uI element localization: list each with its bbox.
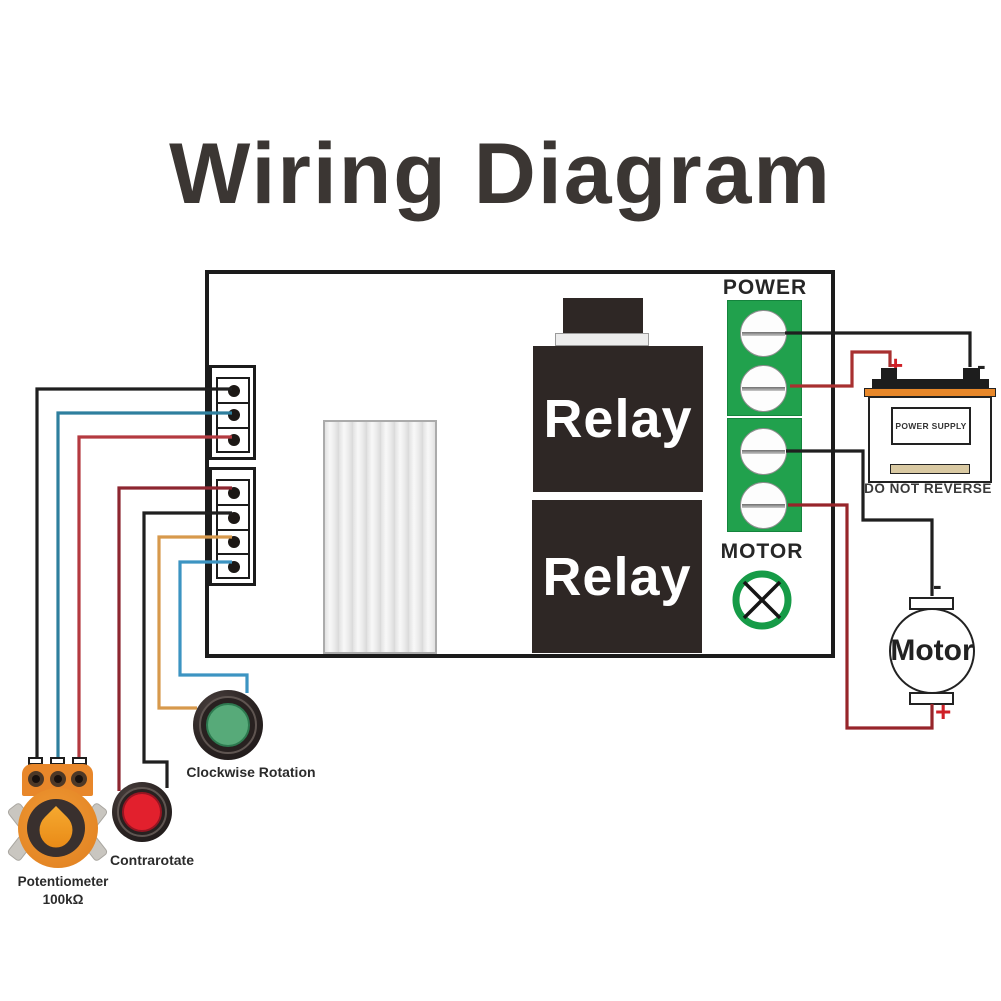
pin-divider — [218, 427, 248, 429]
pin-3 — [228, 434, 240, 446]
screw-slot — [742, 503, 785, 508]
battery-top — [872, 379, 989, 389]
relay-collar — [555, 333, 649, 346]
motor-terminal-block — [727, 418, 802, 532]
pin-6 — [228, 536, 240, 548]
dc-motor: - Motor + — [889, 570, 979, 734]
screw-slot — [742, 331, 785, 336]
pin-connector-top — [209, 365, 256, 460]
green-button-label: Clockwise Rotation — [186, 764, 316, 780]
pin-divider — [218, 529, 248, 531]
motor-plus-sign: + — [935, 696, 952, 727]
green-button-cap — [206, 703, 250, 747]
green-button — [193, 690, 263, 760]
red-button-cap — [122, 792, 162, 832]
battery-negative-post — [963, 368, 980, 380]
pin-divider — [218, 402, 248, 404]
pin-connector-top-inner — [216, 377, 250, 453]
power-terminal-block — [727, 300, 802, 416]
screw-slot — [742, 449, 785, 454]
relay-top-label: Relay — [543, 389, 693, 449]
pin-1 — [228, 385, 240, 397]
motor-terminal-label: MOTOR — [720, 540, 804, 563]
pot-terminal-3-pin — [75, 775, 83, 783]
potentiometer: Potentiometer 100kΩ — [6, 752, 118, 914]
red-button — [112, 782, 172, 842]
pot-terminal-2-pin — [54, 775, 62, 783]
relay-top: Relay — [533, 346, 703, 492]
pot-terminal-1-pin — [32, 775, 40, 783]
power-screw-terminal-1 — [740, 310, 787, 357]
pin-divider — [218, 553, 248, 555]
page-title: Wiring Diagram — [169, 126, 832, 222]
relay-tab — [563, 298, 643, 334]
pin-5 — [228, 512, 240, 524]
pin-2 — [228, 409, 240, 421]
battery-label-box: POWER SUPPLY — [891, 407, 971, 445]
screw-slot — [742, 386, 785, 391]
pin-4 — [228, 487, 240, 499]
relay-bottom: Relay — [532, 500, 702, 653]
battery-vent-slot — [890, 464, 970, 474]
potentiometer-value: 100kΩ — [42, 892, 84, 907]
power-terminal-label: POWER — [722, 276, 808, 299]
battery-minus-sign: - — [977, 350, 986, 380]
pin-connector-bottom — [209, 467, 256, 586]
red-button-label: Contrarotate — [109, 852, 194, 868]
motor-symbol-icon — [732, 570, 792, 630]
pin-divider — [218, 504, 248, 506]
pin-connector-bottom-inner — [216, 479, 250, 579]
motor-screw-terminal-2 — [740, 482, 787, 529]
battery-warning: DO NOT REVERSE — [864, 481, 992, 496]
motor-body: Motor — [889, 608, 975, 694]
potentiometer-label: Potentiometer — [17, 874, 109, 889]
motor-screw-terminal-1 — [740, 428, 787, 475]
power-screw-terminal-2 — [740, 365, 787, 412]
relay-bottom-label: Relay — [542, 546, 692, 607]
power-supply: + - POWER SUPPLY DO NOT REVERSE — [858, 349, 998, 499]
heat-sink — [323, 420, 437, 654]
pin-7 — [228, 561, 240, 573]
motor-minus-sign: - — [933, 570, 942, 600]
